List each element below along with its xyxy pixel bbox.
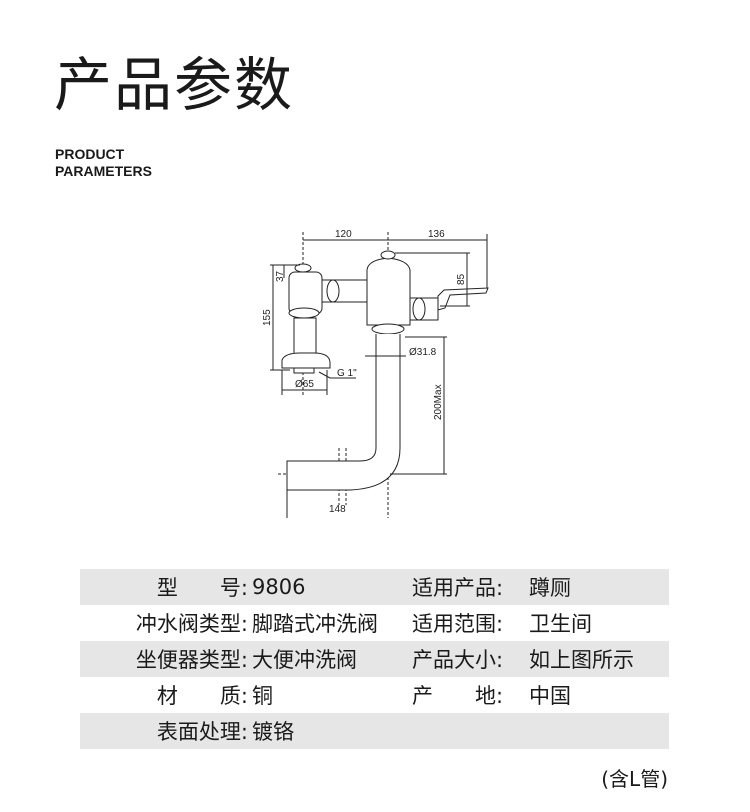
- spec-label: 产品大小:: [412, 648, 504, 672]
- spec-value: 9806: [252, 575, 306, 599]
- dim-155: 155: [262, 309, 273, 326]
- spec-value: 中国: [529, 684, 571, 708]
- spec-value: 蹲厕: [529, 576, 571, 600]
- subtitle-line-1: PRODUCT: [55, 146, 125, 162]
- dim-200max: 200Max: [433, 384, 444, 420]
- spec-label: 表面处理:: [156, 720, 248, 744]
- spec-row: 冲水阀类型: 脚踏式冲洗阀 适用范围: 卫生间: [80, 605, 669, 641]
- spec-label: 材 质:: [156, 684, 248, 708]
- spec-value: 大便冲洗阀: [252, 648, 357, 672]
- spec-label: 适用范围:: [412, 612, 504, 636]
- dim-31-8: Ø31.8: [409, 347, 437, 358]
- spec-label: 型 号:: [156, 576, 248, 600]
- dim-148: 148: [329, 504, 346, 515]
- dim-136: 136: [428, 229, 445, 240]
- note-includes-l-pipe: (含L管): [601, 767, 668, 791]
- spec-label: 冲水阀类型:: [135, 612, 248, 636]
- spec-table: 型 号: 9806 适用产品: 蹲厕 冲水阀类型: 脚踏式冲洗阀 适用范围: 卫…: [80, 569, 669, 749]
- dim-37: 37: [275, 270, 286, 282]
- spec-row: 型 号: 9806 适用产品: 蹲厕: [80, 569, 669, 605]
- spec-value: 如上图所示: [529, 648, 634, 672]
- page-subtitle: PRODUCT PARAMETERS: [55, 146, 152, 180]
- subtitle-line-2: PARAMETERS: [55, 163, 152, 179]
- dim-g1: G 1": [337, 368, 357, 379]
- spec-value: 脚踏式冲洗阀: [252, 612, 378, 636]
- dim-120: 120: [335, 229, 352, 240]
- spec-row: 坐便器类型: 大便冲洗阀 产品大小: 如上图所示: [80, 641, 669, 677]
- spec-value: 卫生间: [529, 612, 592, 636]
- spec-row: 表面处理: 镀铬: [80, 713, 669, 749]
- spec-value: 铜: [252, 684, 273, 708]
- dim-65: Ø65: [295, 379, 314, 390]
- spec-label: 坐便器类型:: [135, 648, 248, 672]
- dim-85: 85: [456, 273, 467, 285]
- spec-row: 材 质: 铜 产 地: 中国: [80, 677, 669, 713]
- spec-value: 镀铬: [252, 720, 294, 744]
- spec-label: 适用产品:: [412, 576, 504, 600]
- page-title: 产品参数: [54, 51, 295, 119]
- spec-label: 产 地:: [412, 684, 504, 708]
